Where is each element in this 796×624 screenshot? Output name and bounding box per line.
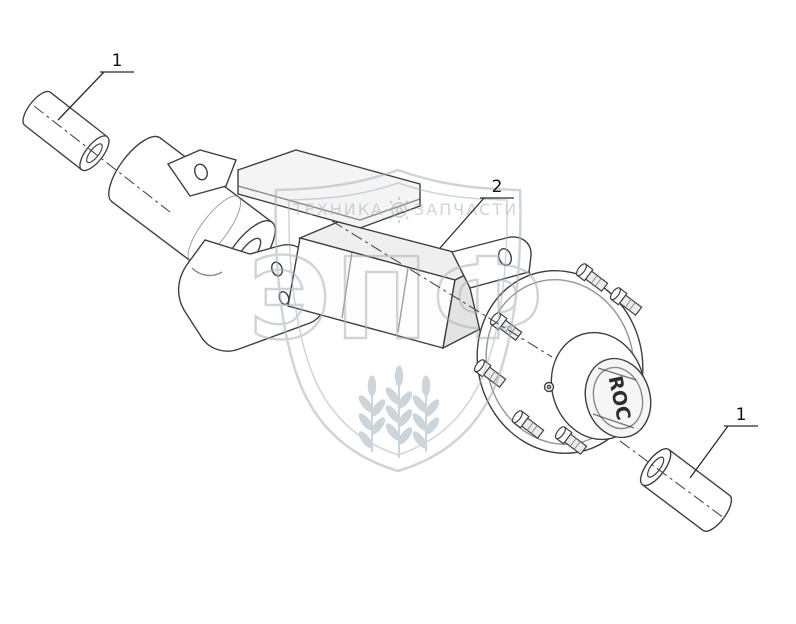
hub-center-bolt-core — [546, 384, 552, 390]
watermark-shield-outer — [274, 168, 522, 473]
callout-leader-line — [689, 425, 729, 479]
centerline-top-left — [33, 105, 171, 213]
hub-cap-facet-lines — [592, 367, 637, 429]
bushing-bottom-right — [634, 443, 738, 537]
wheat-grain — [421, 375, 431, 397]
callout-leader-line — [57, 71, 105, 121]
callout-label: 1 — [736, 405, 747, 425]
top-plate — [237, 149, 421, 229]
watermark-brand-text: ЭПФ — [249, 235, 548, 365]
callout-label: 2 — [492, 177, 503, 197]
beam-rib-line-2 — [397, 267, 409, 333]
wheat-grain — [394, 365, 404, 387]
wheel-hub: ROC — [472, 261, 652, 457]
callout-leader-line — [439, 197, 485, 249]
callout-1-top-left: 1 — [57, 51, 134, 121]
centerlines — [33, 105, 725, 519]
watermark: ТЕХНИКА ЗАПЧАСТИ ЭПФ — [247, 168, 548, 473]
hub-cap-dome — [592, 366, 644, 430]
watermark-tagline-left: ТЕХНИКА — [292, 200, 384, 219]
callouts: 1 2 1 — [57, 51, 758, 479]
gear-icon — [386, 197, 412, 223]
beam-rib-line-1 — [341, 251, 353, 319]
callout-1-bottom-right: 1 — [689, 405, 758, 479]
wheat-icon — [356, 365, 442, 458]
callout-2-center: 2 — [439, 177, 514, 249]
top-plate-edge-line — [237, 185, 421, 221]
centerline-bottom-right — [619, 440, 725, 519]
spindle-bracket-upper — [450, 236, 532, 289]
axle-assembly: ROC — [17, 86, 738, 537]
wheat-grain — [367, 375, 377, 397]
callout-label: 1 — [112, 51, 123, 71]
clevis-hole — [194, 163, 208, 181]
watermark-tagline-right: ЗАПЧАСТИ — [414, 200, 518, 219]
hub-flange-inner-rim — [485, 279, 635, 445]
centerline-beam — [331, 220, 553, 358]
knuckle-detail-line — [191, 267, 223, 277]
spindle-bracket-hole — [498, 248, 512, 266]
